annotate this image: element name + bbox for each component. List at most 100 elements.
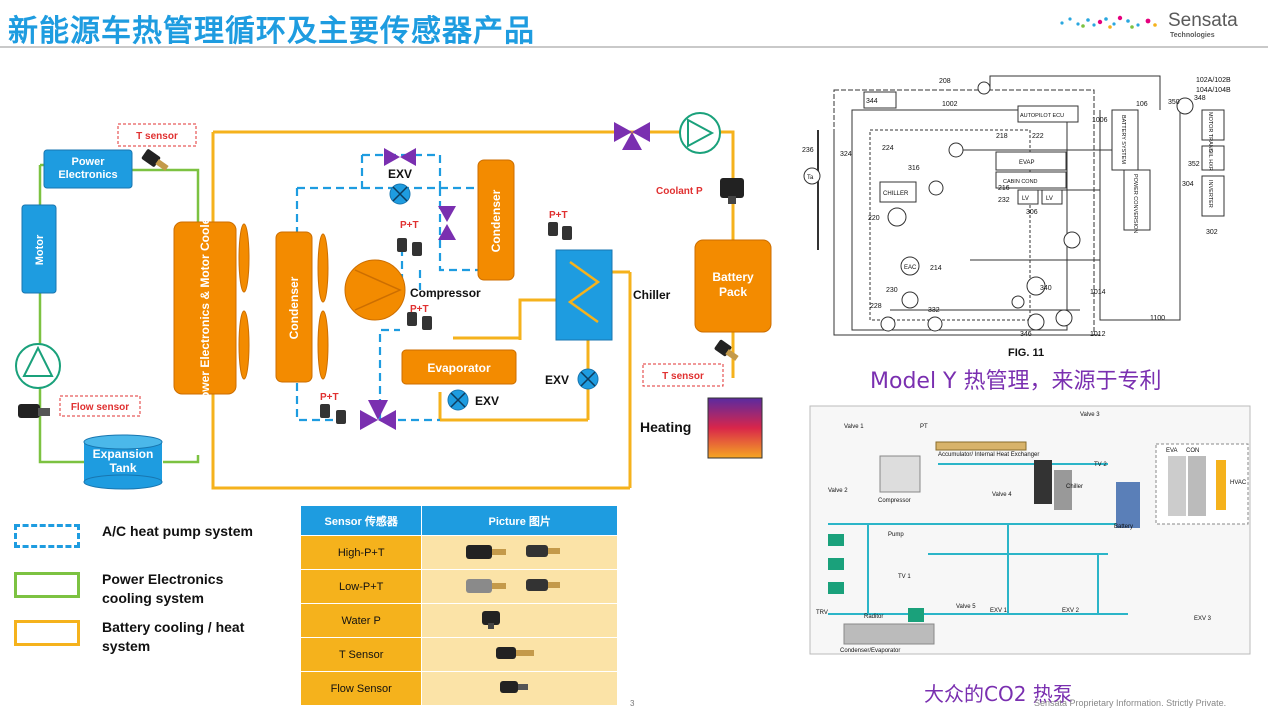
- patent-ref: 340: [1040, 285, 1052, 292]
- co2-label: Accumulator/ Internal Heat Exchanger: [938, 452, 1039, 458]
- thermal-loop-diagram: T sensor Power Electronics Motor Flow se…: [15, 112, 772, 490]
- condenser-top-label: Condenser: [489, 189, 503, 252]
- table-row: Low-P+T: [299, 569, 618, 604]
- battery-box: [1116, 482, 1140, 528]
- sensor-table: Sensor 传感器 Picture 图片 High-P+T Low-P+T W…: [299, 505, 618, 706]
- patent-box-cabin-cond: [995, 171, 1067, 189]
- legend-swatch-battery: [14, 620, 80, 646]
- picture-column-header: Picture 图片: [421, 505, 618, 536]
- co2-label: Raditor: [864, 614, 883, 620]
- motor-label: Motor: [34, 234, 46, 265]
- condenser-fan-icon: [317, 233, 329, 380]
- sensor-table-header-row: Sensor 传感器 Picture 图片: [299, 505, 618, 536]
- ctrl-box-4: [908, 608, 924, 622]
- patent-fig-label: FIG. 11: [1008, 347, 1044, 359]
- page-title: 新能源车热管理循环及主要传感器产品: [8, 14, 535, 49]
- shutoff-valve-top-icon: [384, 148, 416, 166]
- pt-label-4: P+T: [320, 392, 339, 403]
- sensor-column-header: Sensor 传感器: [299, 505, 423, 536]
- cooler-fan-icon: [238, 223, 250, 380]
- t-sensor-right-label: T sensor: [662, 371, 704, 382]
- pt-sensor-1-picture-icon: [397, 238, 422, 256]
- table-row: Water P: [299, 603, 618, 638]
- co2-label: EXV 2: [1062, 608, 1080, 614]
- power-electronics-label-line1: Power: [71, 156, 105, 168]
- co2-label: TV 2: [1094, 462, 1107, 468]
- three-way-valve-top-icon: [614, 122, 650, 150]
- patent-ref: 304: [1182, 181, 1194, 188]
- model-y-caption: Model Y 热管理，来源于专利: [870, 369, 1162, 394]
- co2-label: Valve 2: [828, 488, 848, 494]
- patent-box-power-conversion: [1123, 169, 1151, 231]
- t-sensor-top-label-box: [117, 123, 197, 147]
- legend-label-ac: A/C heat pump system: [102, 523, 253, 539]
- patent-ref: 228: [870, 303, 882, 310]
- flow-sensor-label-box: [59, 395, 141, 417]
- high-pt-sensor-picture-icon: [465, 545, 560, 559]
- condenser-left-label: Condenser: [287, 276, 301, 339]
- patent-box-evap: [995, 151, 1067, 171]
- ptc-box: [1034, 460, 1052, 504]
- patent-ref: 220: [868, 215, 880, 222]
- patent-ref: 236: [802, 147, 814, 154]
- patent-box-label: BATTERY SYSTEM: [1120, 115, 1126, 164]
- chiller-box: [1054, 470, 1072, 510]
- water-pressure-sensor-picture-icon: [481, 611, 500, 629]
- patent-ref: 216: [998, 185, 1010, 192]
- ctrl-box-1: [828, 534, 844, 546]
- patent-box-label: EVAP: [1019, 160, 1035, 166]
- three-way-valve-bottom-icon: [360, 400, 396, 430]
- patent-ref: 102A/102B: [1196, 77, 1231, 84]
- t-sensor-right-label-box: [642, 363, 724, 387]
- expansion-tank-icon: [83, 434, 163, 490]
- patent-ref: 208: [939, 78, 951, 85]
- sensor-name-cell: Flow Sensor: [299, 671, 423, 706]
- flow-sensor-label: Flow sensor: [71, 402, 129, 413]
- patent-ref: 230: [886, 287, 898, 294]
- patent-ref: 302: [1206, 229, 1218, 236]
- patent-box-label: EAC: [904, 265, 917, 271]
- patent-ref: 224: [882, 145, 894, 152]
- t-sensor-picture-icon: [495, 647, 534, 659]
- coolant-pump-right-icon: [679, 112, 721, 154]
- expansion-tank-label-line2: Tank: [109, 461, 136, 475]
- patent-box-label: INVERTER: [1207, 180, 1213, 208]
- co2-label: HVAC: [1230, 480, 1247, 486]
- patent-box-label: AUTOPILOT ECU: [1020, 113, 1064, 119]
- patent-ref: 1012: [1090, 331, 1106, 338]
- flow-sensor-picture-icon: [18, 404, 50, 418]
- patent-box-chiller: [879, 181, 917, 203]
- sensor-picture-cell: [421, 637, 618, 672]
- patent-box-lv1: [1017, 189, 1039, 205]
- condenser-top-box: [477, 159, 515, 281]
- legend-swatch-ac: [14, 524, 80, 548]
- patent-ref: 352: [1188, 161, 1200, 168]
- co2-label: Chiller: [1066, 484, 1083, 490]
- pt-label-2: P+T: [410, 304, 429, 315]
- battery-loop-lines: [211, 130, 735, 490]
- patent-box-inverter: [1201, 175, 1225, 217]
- coolant-pump-left-icon: [15, 343, 61, 389]
- sensata-logo-dots-icon: [1060, 15, 1157, 29]
- patent-ref: 346: [1020, 331, 1032, 338]
- patent-box-label: MOTOR TRANS: [1207, 112, 1213, 153]
- power-electronics-label-line2: Electronics: [58, 169, 117, 181]
- co2-label: Valve 5: [956, 604, 976, 610]
- condenser-left-box: [275, 231, 313, 383]
- power-electronics-box: [43, 149, 133, 189]
- co2-label: Condenser/Evaporator: [840, 648, 900, 654]
- patent-ref: 332: [928, 307, 940, 314]
- ctrl-box-3: [828, 582, 844, 594]
- model-y-patent-figure: 344 208 1002 1006 106 350 348 102A/102B …: [802, 75, 1231, 359]
- table-row: T Sensor: [299, 637, 618, 672]
- sensor-name-cell: Water P: [299, 603, 423, 638]
- t-sensor-top-label: T sensor: [136, 131, 178, 142]
- title-divider: [0, 46, 1268, 48]
- battery-pack-label-line1: Battery: [712, 270, 754, 284]
- co2-heat-pump-figure: Valve 1 Valve 2 Valve 3 Valve 4 Valve 5 …: [809, 405, 1251, 655]
- patent-ref: 1100: [1150, 315, 1165, 322]
- patent-box-344: [863, 91, 897, 109]
- low-pt-sensor-picture-icon: [465, 579, 560, 593]
- sensor-name-cell: High-P+T: [299, 535, 423, 570]
- co2-label: Pump: [888, 532, 904, 538]
